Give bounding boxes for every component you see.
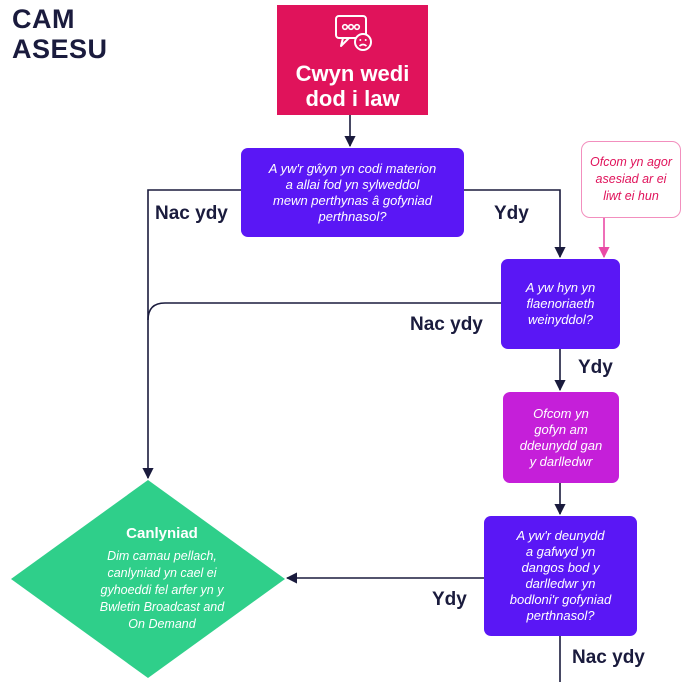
outcome-diamond — [11, 480, 285, 678]
question-1-text: A yw'r gŵyn yn codi materion a allai fod… — [268, 160, 437, 224]
complaint-chat-icon — [334, 15, 372, 51]
connector-q2-no — [147, 302, 501, 321]
question-significant-issues: A yw'r gŵyn yn codi materion a allai fod… — [241, 148, 464, 237]
question-material-compliance: A yw'r deunydd a gafwyd yn dangos bod y … — [484, 516, 637, 636]
label-q1-yes: Ydy — [494, 203, 529, 224]
diagram-heading: CAM ASESU — [12, 4, 108, 64]
heading-line-2: ASESU — [12, 34, 108, 64]
label-q3-no: Nac ydy — [572, 647, 645, 668]
label-q3-yes: Ydy — [432, 589, 467, 610]
label-q2-yes: Ydy — [578, 357, 613, 378]
request-material-box: Ofcom yn gofyn am ddeunydd gan y darlled… — [503, 392, 619, 483]
question-administrative-priority: A yw hyn yn flaenoriaeth weinyddol? — [501, 259, 620, 349]
outcome-title: Canlyniad — [126, 525, 198, 542]
own-initiative-note: Ofcom yn agor asesiad ar ei liwt ei hun — [581, 141, 681, 218]
outcome-description: Dim camau pellach, canlyniad yn cael ei … — [99, 549, 225, 631]
outcome-text: Canlyniad Dim camau pellach, canlyniad y… — [88, 524, 236, 633]
complaint-received-box: Cwyn wedi dod i law — [277, 5, 428, 115]
question-2-text: A yw hyn yn flaenoriaeth weinyddol? — [525, 280, 596, 327]
side-note-text: Ofcom yn agor asesiad ar ei liwt ei hun — [590, 155, 672, 203]
connector-q1-yes — [464, 189, 566, 259]
label-q2-no: Nac ydy — [410, 314, 483, 335]
question-3-text: A yw'r deunydd a gafwyd yn dangos bod y … — [509, 528, 612, 623]
connector-q1-no — [142, 189, 241, 480]
complaint-received-label: Cwyn wedi dod i law — [295, 61, 410, 111]
label-q1-no: Nac ydy — [155, 203, 228, 224]
heading-line-1: CAM — [12, 4, 75, 34]
request-text: Ofcom yn gofyn am ddeunydd gan y darlled… — [519, 405, 603, 469]
